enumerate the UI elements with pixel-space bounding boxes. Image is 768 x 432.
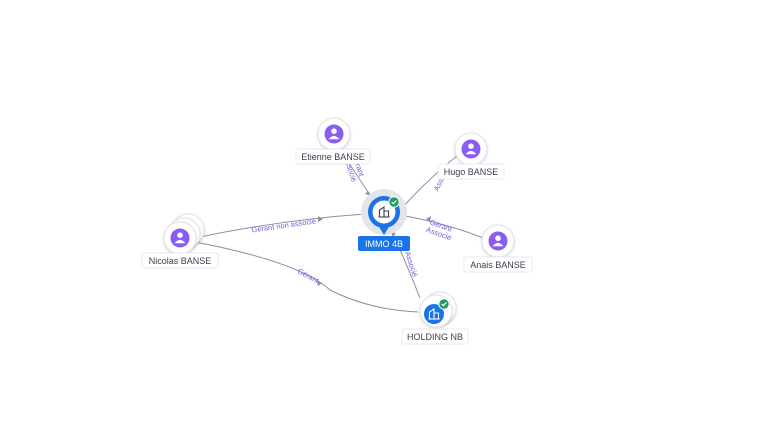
node-label-bg [358,236,410,251]
node-label: Hugo BANSE [444,167,499,177]
person-icon [488,231,508,251]
node-label-bg [401,328,469,345]
node-label-bg [437,163,505,180]
verified-check-icon [388,196,400,208]
node-label: IMMO 4B [365,239,403,249]
edge-nicolas-holding: Gérant [194,241,419,313]
node-label: Nicolas BANSE [149,256,212,266]
node-anais[interactable]: Anais BANSE [463,224,533,273]
node-nicolas[interactable]: Nicolas BANSE [141,213,219,269]
node-label-bg [141,252,219,269]
arrow-head [318,216,323,222]
building-icon [378,205,390,218]
person-icon [324,124,344,144]
edge-label: Gérant non associé [251,217,317,235]
edge-label: Associé [403,250,420,278]
verified-check-icon [438,298,450,310]
node-label: Anais BANSE [470,260,526,270]
node-label: HOLDING NB [407,332,463,342]
node-label: Etienne BANSE [301,152,365,162]
node-holding[interactable]: HOLDING NB [401,291,469,345]
edge-hugo-immo: Associé [401,151,463,210]
node-etienne[interactable]: Etienne BANSE [295,117,371,165]
node-label-bg [463,256,533,273]
edge-label: Gérant [296,266,321,285]
edge-nicolas-immo: Gérant non associé [194,213,366,239]
node-label-bg [295,148,371,165]
person-icon [170,228,190,248]
node-immo[interactable]: IMMO 4B [358,189,410,251]
arrow-head [426,216,431,222]
edge-anais-immo: Gérant Associé [399,214,489,242]
arrow-head [317,280,322,286]
building-icon [428,307,440,320]
node-hugo[interactable]: Hugo BANSE [437,132,505,180]
person-icon [461,139,481,159]
